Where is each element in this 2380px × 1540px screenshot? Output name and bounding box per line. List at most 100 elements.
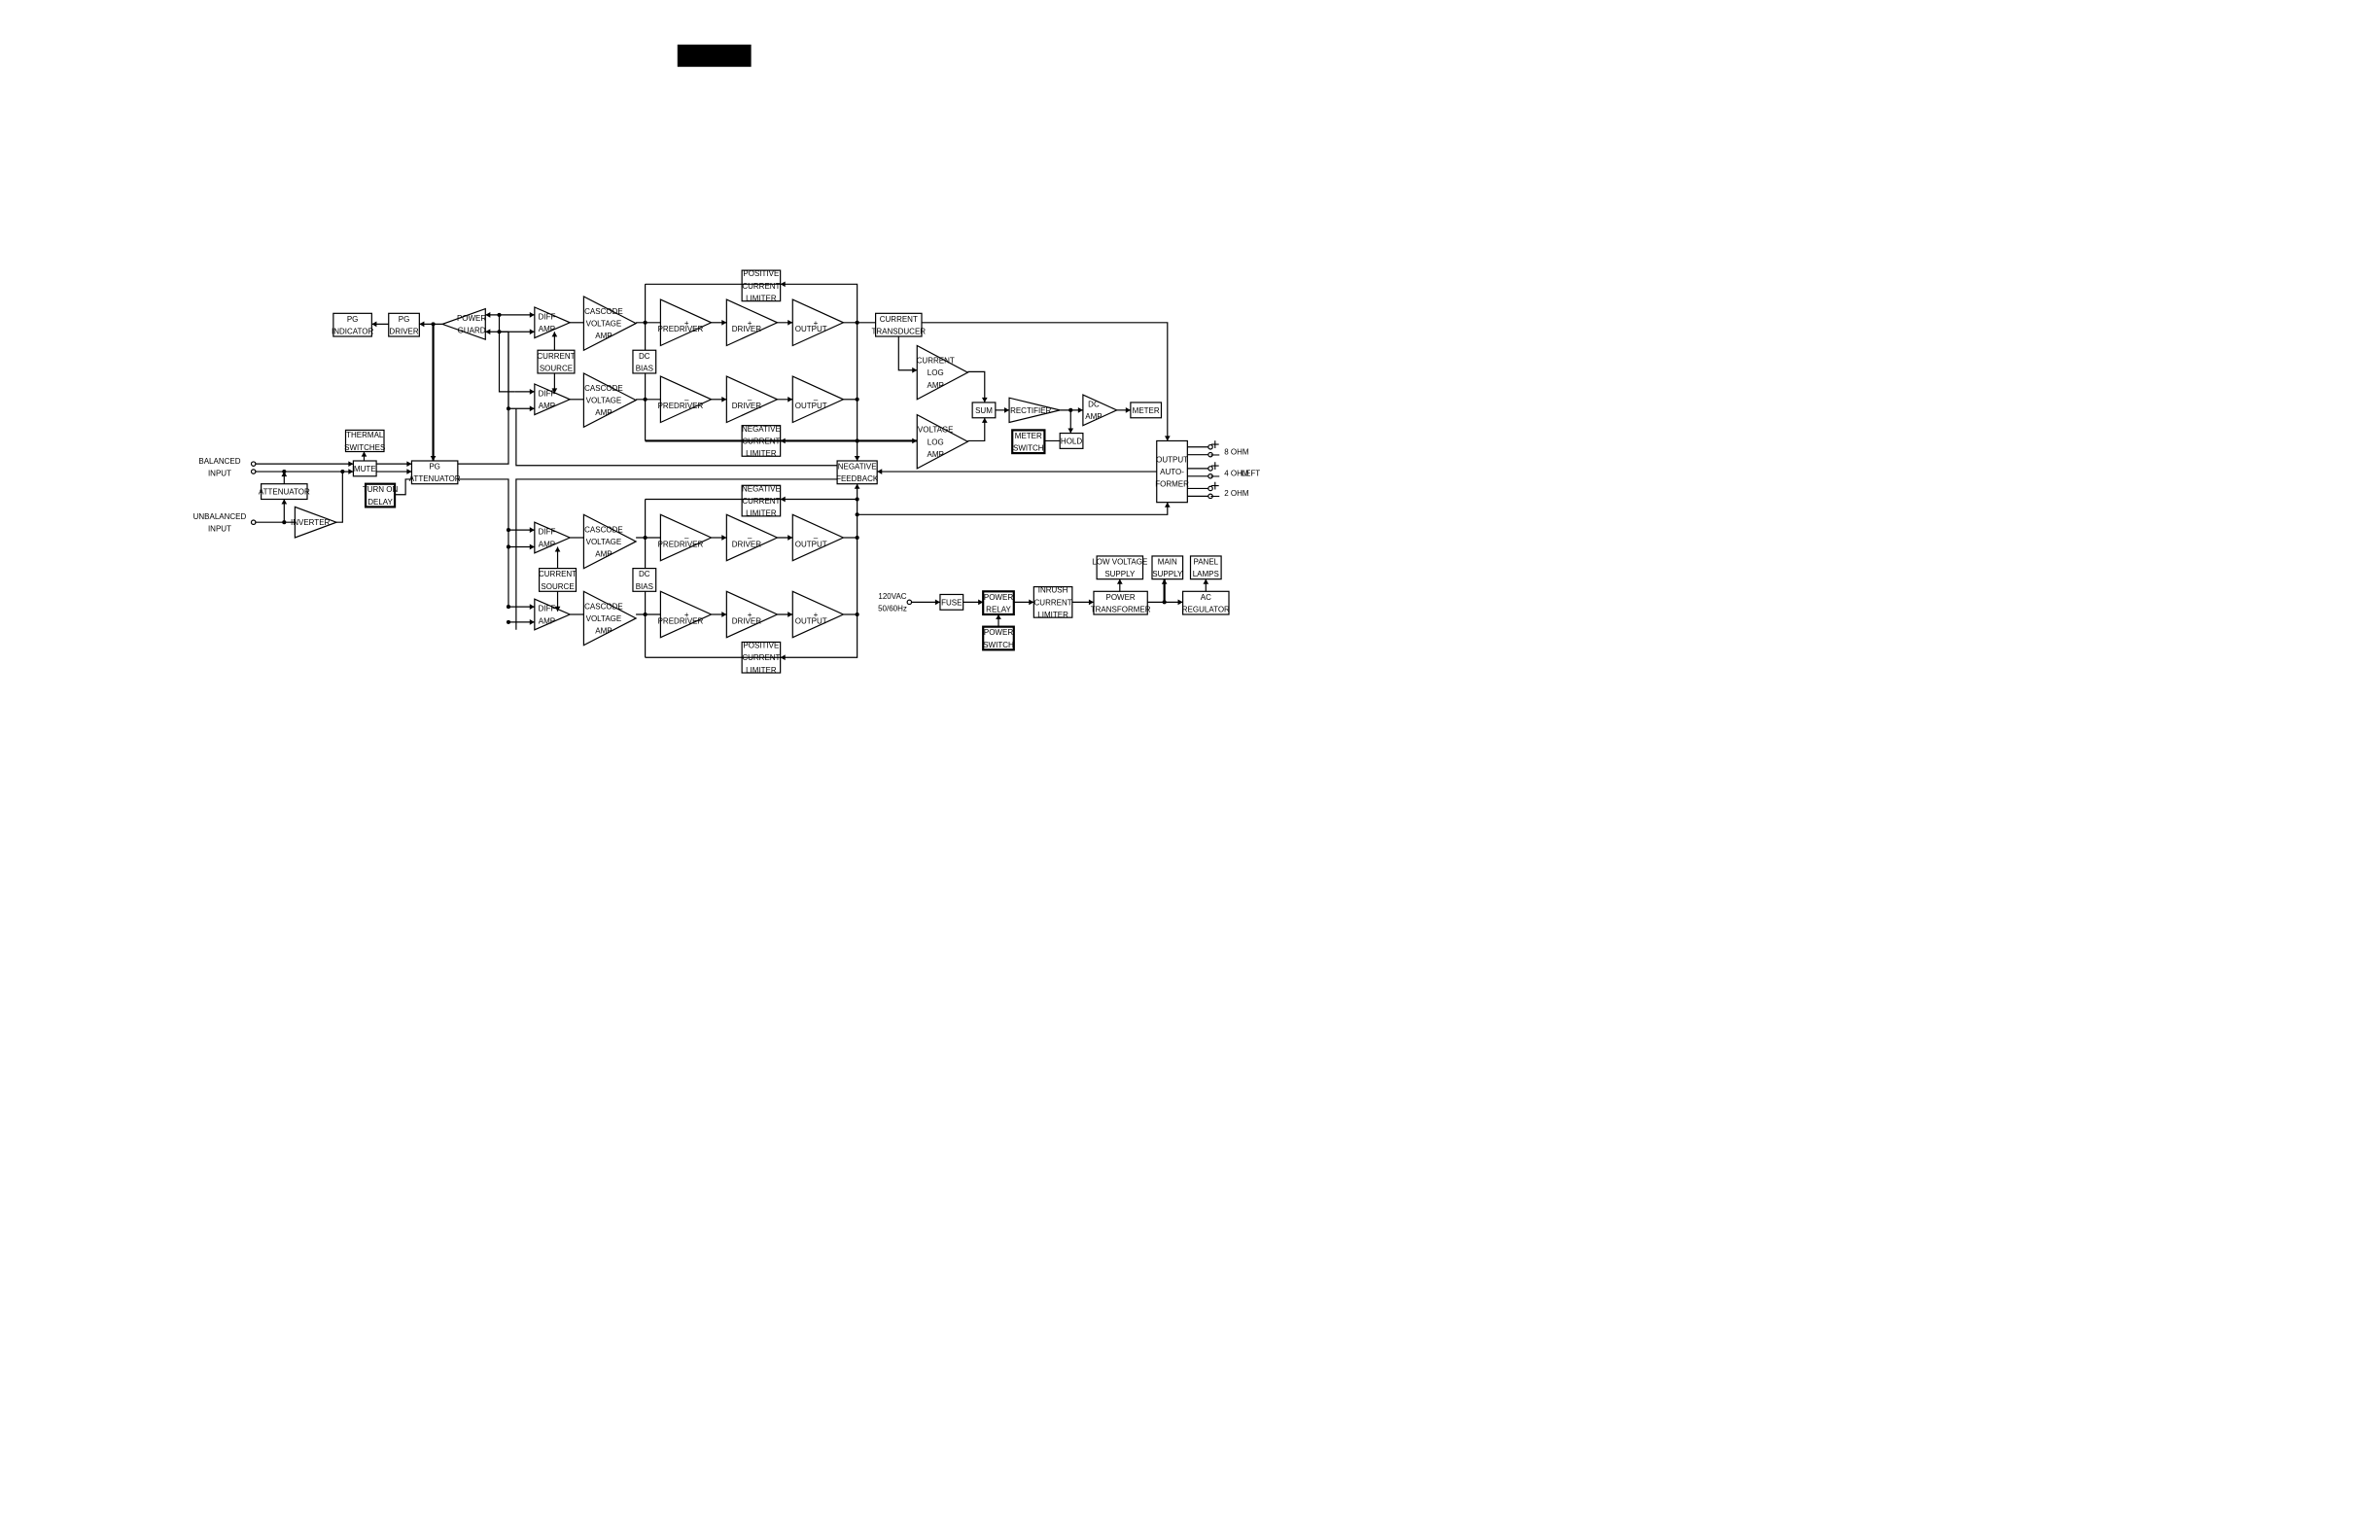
arrowhead	[1125, 407, 1131, 413]
ohm8-label: 8 OHM	[1224, 448, 1249, 457]
pg-indicator-box	[332, 312, 372, 337]
rectifier-label: RECTIFIER	[1010, 406, 1051, 415]
arrowhead	[485, 329, 491, 335]
turn-on-delay-box	[364, 482, 397, 508]
driver-2-label: –	[748, 396, 752, 404]
predriver-4-triangle	[659, 590, 713, 639]
inrush-current-limiter-label-line-3: LIMITER	[1037, 611, 1068, 619]
arrowhead	[1164, 502, 1171, 508]
current-log-amp-label-line-1: CURRENT	[917, 357, 955, 366]
unbalanced-input-label-line-2: INPUT	[208, 525, 231, 534]
predriver-3-label: –	[684, 534, 689, 542]
inverter-label: INVERTER	[291, 518, 331, 527]
pos-current-limiter-upper-label-line-3: LIMITER	[746, 295, 777, 303]
mute-box	[352, 460, 377, 477]
output-4-label-line-1: OUTPUT	[795, 616, 827, 625]
output-2-label-line-1: –	[814, 396, 819, 404]
pg-attenuator-label-line-2: ATTENUATOR	[409, 474, 461, 483]
hold-label: HOLD	[1061, 437, 1082, 445]
pos-current-limiter-lower-label-line-1: POSITIVE	[743, 642, 779, 650]
arrowhead	[721, 535, 727, 541]
arrowhead	[551, 332, 558, 337]
cascode-4-label-line-3: AMP	[595, 627, 612, 636]
inverter-label-line-1: INVERTER	[291, 518, 331, 527]
arrowhead	[529, 527, 535, 533]
current-source-upper-label-line-1: CURRENT	[537, 352, 575, 361]
balanced-input-label-line-2: INPUT	[208, 470, 231, 478]
output-1-label: OUTPUT	[795, 325, 827, 333]
dc-amp-label-line-2: AMP	[1085, 412, 1102, 421]
predriver-2-label: –	[684, 396, 689, 404]
transducer-to-autoformer	[922, 322, 1169, 441]
diff-amp-3-label-line-2: AMP	[539, 540, 555, 548]
channel-label-line-1: LEFT	[1242, 470, 1261, 478]
output-2-label-line-1: OUTPUT	[795, 402, 827, 410]
current-source-upper-box	[537, 349, 576, 374]
arrowhead	[788, 612, 793, 617]
meter-switch-label-line-2: SWITCH	[1013, 444, 1044, 453]
driver-3-label-line-1: –	[748, 534, 752, 542]
dc-bias-lower-label-line-1: DC	[639, 570, 650, 578]
fuse-label-line-1: FUSE	[941, 598, 962, 607]
predriver-2-triangle	[659, 375, 713, 424]
rectifier-label-line-1: RECTIFIER	[1010, 406, 1051, 415]
upper-pos-limit-loop	[645, 283, 858, 323]
neg-current-limiter-upper-label-line-1: NEGATIVE	[742, 425, 781, 434]
arrowhead	[1004, 407, 1010, 413]
turn-on-delay-label-line-2: DELAY	[368, 498, 393, 507]
arrowhead	[529, 312, 535, 318]
diff-amp-2-label-line-2: AMP	[539, 402, 555, 410]
panel-lamps-label-line-2: LAMPS	[1193, 570, 1219, 578]
arrowhead	[281, 499, 288, 505]
balanced-input-terminal-2	[250, 469, 257, 474]
diff-amp-2-label-line-1: DIFF	[539, 389, 556, 398]
current-log-amp-label-line-3: AMP	[928, 381, 944, 390]
power-switch-label-line-1: POWER	[984, 628, 1013, 637]
output-autoformer-label-line-1: OUTPUT	[1156, 455, 1188, 464]
arrowhead	[419, 321, 425, 328]
junction-dot	[340, 470, 345, 474]
driver-4-triangle	[725, 590, 779, 639]
output-3-label-line-1: –	[814, 534, 819, 542]
output-2-label: OUTPUT	[795, 402, 827, 410]
cascode-3-label-line-1: CASCODE	[584, 525, 623, 534]
arrowhead	[1164, 436, 1171, 441]
current-source-lower-label-line-2: SOURCE	[541, 582, 574, 591]
voltage-log-amp-label-line-3: AMP	[928, 450, 944, 459]
pg-attenuator-box	[410, 460, 459, 485]
current-source-lower-label-line-1: CURRENT	[539, 570, 577, 578]
cascode-4-triangle	[582, 590, 638, 647]
diff-amp-3-triangle	[534, 521, 572, 554]
arrowhead	[934, 599, 940, 606]
driver-4-label-line-1: +	[748, 611, 752, 619]
pos-current-limiter-upper-label-line-2: CURRENT	[742, 282, 780, 291]
output-3-label: –	[814, 534, 819, 542]
power-transformer-label-line-1: POWER	[1105, 593, 1135, 602]
cascode-1-label-line-2: VOLTAGE	[586, 320, 622, 329]
diff-amp-1-label-line-1: DIFF	[539, 312, 556, 321]
driver-2-label-line-1: DRIVER	[732, 402, 761, 410]
arrowhead	[788, 319, 793, 326]
output-4-label: +	[814, 611, 819, 619]
pg-indicator-label-line-2: INDICATOR	[332, 327, 373, 335]
mute-label: MUTE	[354, 465, 376, 473]
output-autoformer-label-line-2: AUTO-	[1160, 468, 1184, 476]
thermal-switches-label-line-2: SWITCHES	[344, 443, 385, 452]
driver-1-label-line-1: +	[748, 319, 752, 328]
meter-switch-box	[1011, 429, 1046, 455]
driver-1-label-line-1: DRIVER	[732, 325, 761, 333]
junction-dot	[855, 497, 859, 502]
cascode-3-triangle	[582, 513, 638, 570]
predriver-1-label-line-1: PREDRIVER	[658, 325, 704, 333]
